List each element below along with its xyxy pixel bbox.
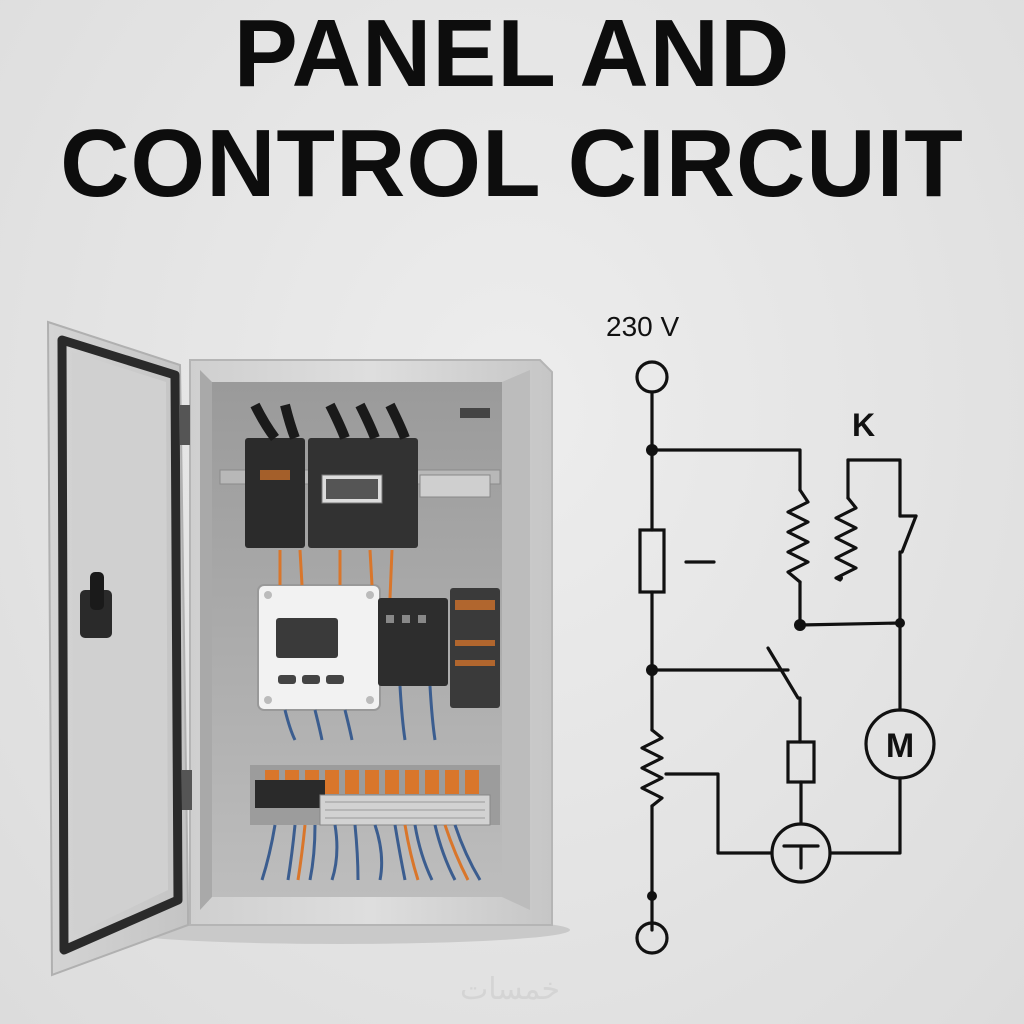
meter-screen — [276, 618, 338, 658]
door-hinge-bottom — [182, 770, 192, 810]
watermark: خمسات — [459, 972, 561, 1007]
fuse — [638, 528, 666, 594]
top-terminal — [635, 360, 669, 394]
coil-label: K — [852, 407, 875, 443]
potentiometer — [640, 728, 664, 808]
control-circuit-schematic: 230 V K — [606, 311, 936, 955]
title-line-2: CONTROL CIRCUIT — [60, 110, 964, 217]
coil-winding — [786, 488, 810, 584]
switch — [766, 646, 800, 700]
door-hinge-top — [180, 405, 190, 445]
door-seal — [57, 335, 183, 955]
bottom-terminal — [635, 921, 669, 955]
motor-label: M — [886, 727, 914, 765]
relay-module — [378, 598, 448, 686]
title-line-1: PANEL AND — [233, 0, 791, 107]
supply-voltage-label: 230 V — [606, 311, 679, 342]
cabinet-illustration — [46, 320, 570, 977]
door-handle-icon — [80, 572, 112, 638]
timer-symbol — [770, 822, 832, 884]
relay-coil-box — [786, 740, 816, 784]
plc-module — [450, 588, 500, 708]
